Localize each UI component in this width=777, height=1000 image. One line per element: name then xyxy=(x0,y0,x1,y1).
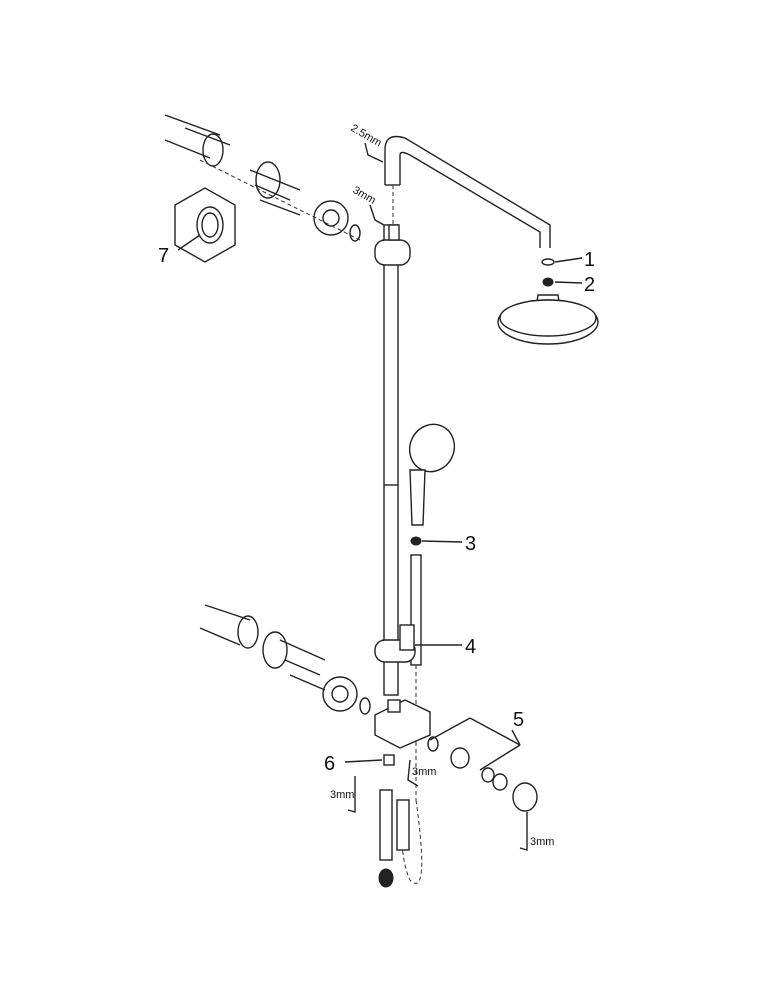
hand-shower-holder xyxy=(374,624,416,663)
hex-keys xyxy=(347,142,528,851)
callout-3: 3 xyxy=(465,533,476,555)
callout-4: 4 xyxy=(465,636,476,658)
callout-1: 1 xyxy=(584,249,595,271)
hand-shower xyxy=(399,423,456,884)
callout-leaders xyxy=(177,234,583,763)
upper-wall-bracket xyxy=(164,114,411,266)
tool-size-handle: 3mm xyxy=(530,836,554,848)
shower-rail xyxy=(383,224,399,696)
overhead-arm xyxy=(384,135,551,248)
tool-size-mixer-right: 3mm xyxy=(412,766,436,778)
head-shower xyxy=(497,258,599,345)
callout-5: 5 xyxy=(513,709,524,731)
tool-size-upper-bracket: 3mm xyxy=(351,184,378,207)
tool-size-mixer-left: 3mm xyxy=(330,789,354,801)
thermostat-mixer xyxy=(199,604,538,888)
callout-7: 7 xyxy=(158,245,169,267)
callout-6: 6 xyxy=(324,753,335,775)
callout-2: 2 xyxy=(584,274,595,296)
